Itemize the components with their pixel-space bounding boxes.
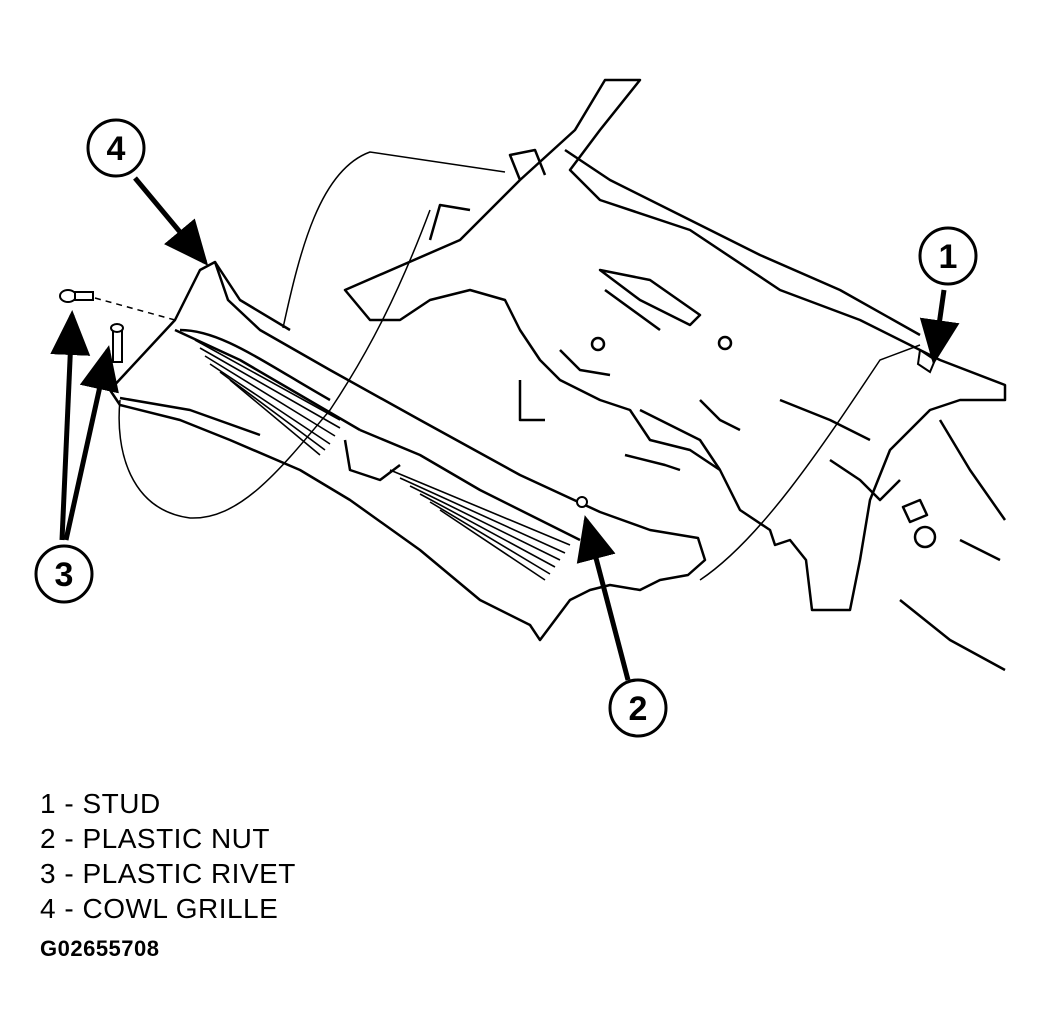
callout-1: 1 <box>918 226 978 286</box>
callout-3: 3 <box>34 544 94 604</box>
cowl-grille-part <box>108 260 707 642</box>
cowl-grille-diagram: 1 2 3 4 <box>34 78 1007 738</box>
arrow-to-rivet-a <box>50 310 91 541</box>
parts-legend: 1 - STUD 2 - PLASTIC NUT 3 - PLASTIC RIV… <box>40 786 296 926</box>
callout-1-number: 1 <box>939 238 958 276</box>
callout-2: 2 <box>608 678 668 738</box>
legend-item: 1 - STUD <box>40 786 296 821</box>
callout-2-number: 2 <box>629 690 648 728</box>
legend-separator: - <box>56 858 83 889</box>
arrow-to-rivet-b <box>63 345 119 541</box>
legend-item: 4 - COWL GRILLE <box>40 891 296 926</box>
legend-label: PLASTIC RIVET <box>82 858 296 889</box>
leader-arrows <box>50 176 960 681</box>
plastic-rivet-icon <box>59 289 94 303</box>
callout-4-number: 4 <box>107 130 126 168</box>
legend-separator: - <box>56 893 83 924</box>
legend-item: 3 - PLASTIC RIVET <box>40 856 296 891</box>
legend-number: 1 <box>40 788 57 819</box>
arrow-to-cowl-grille <box>133 176 209 266</box>
plastic-nut-icon <box>576 496 588 508</box>
legend-label: STUD <box>82 788 161 819</box>
vehicle-body-structure <box>343 78 1007 672</box>
assembly-guide-lines <box>94 151 921 581</box>
plastic-rivet-icon <box>110 323 124 363</box>
arrow-to-stud <box>919 289 960 365</box>
legend-item: 2 - PLASTIC NUT <box>40 821 296 856</box>
arrow-to-plastic-nut <box>576 515 631 681</box>
figure-id: G02655708 <box>40 936 160 961</box>
legend-separator: - <box>56 788 83 819</box>
callout-4: 4 <box>86 118 146 178</box>
legend-separator: - <box>56 823 83 854</box>
legend-number: 4 <box>40 893 57 924</box>
legend-number: 2 <box>40 823 57 854</box>
legend-number: 3 <box>40 858 57 889</box>
grille-louvers <box>194 339 571 581</box>
legend-label: COWL GRILLE <box>82 893 279 924</box>
callout-3-number: 3 <box>55 556 74 594</box>
legend-label: PLASTIC NUT <box>82 823 270 854</box>
